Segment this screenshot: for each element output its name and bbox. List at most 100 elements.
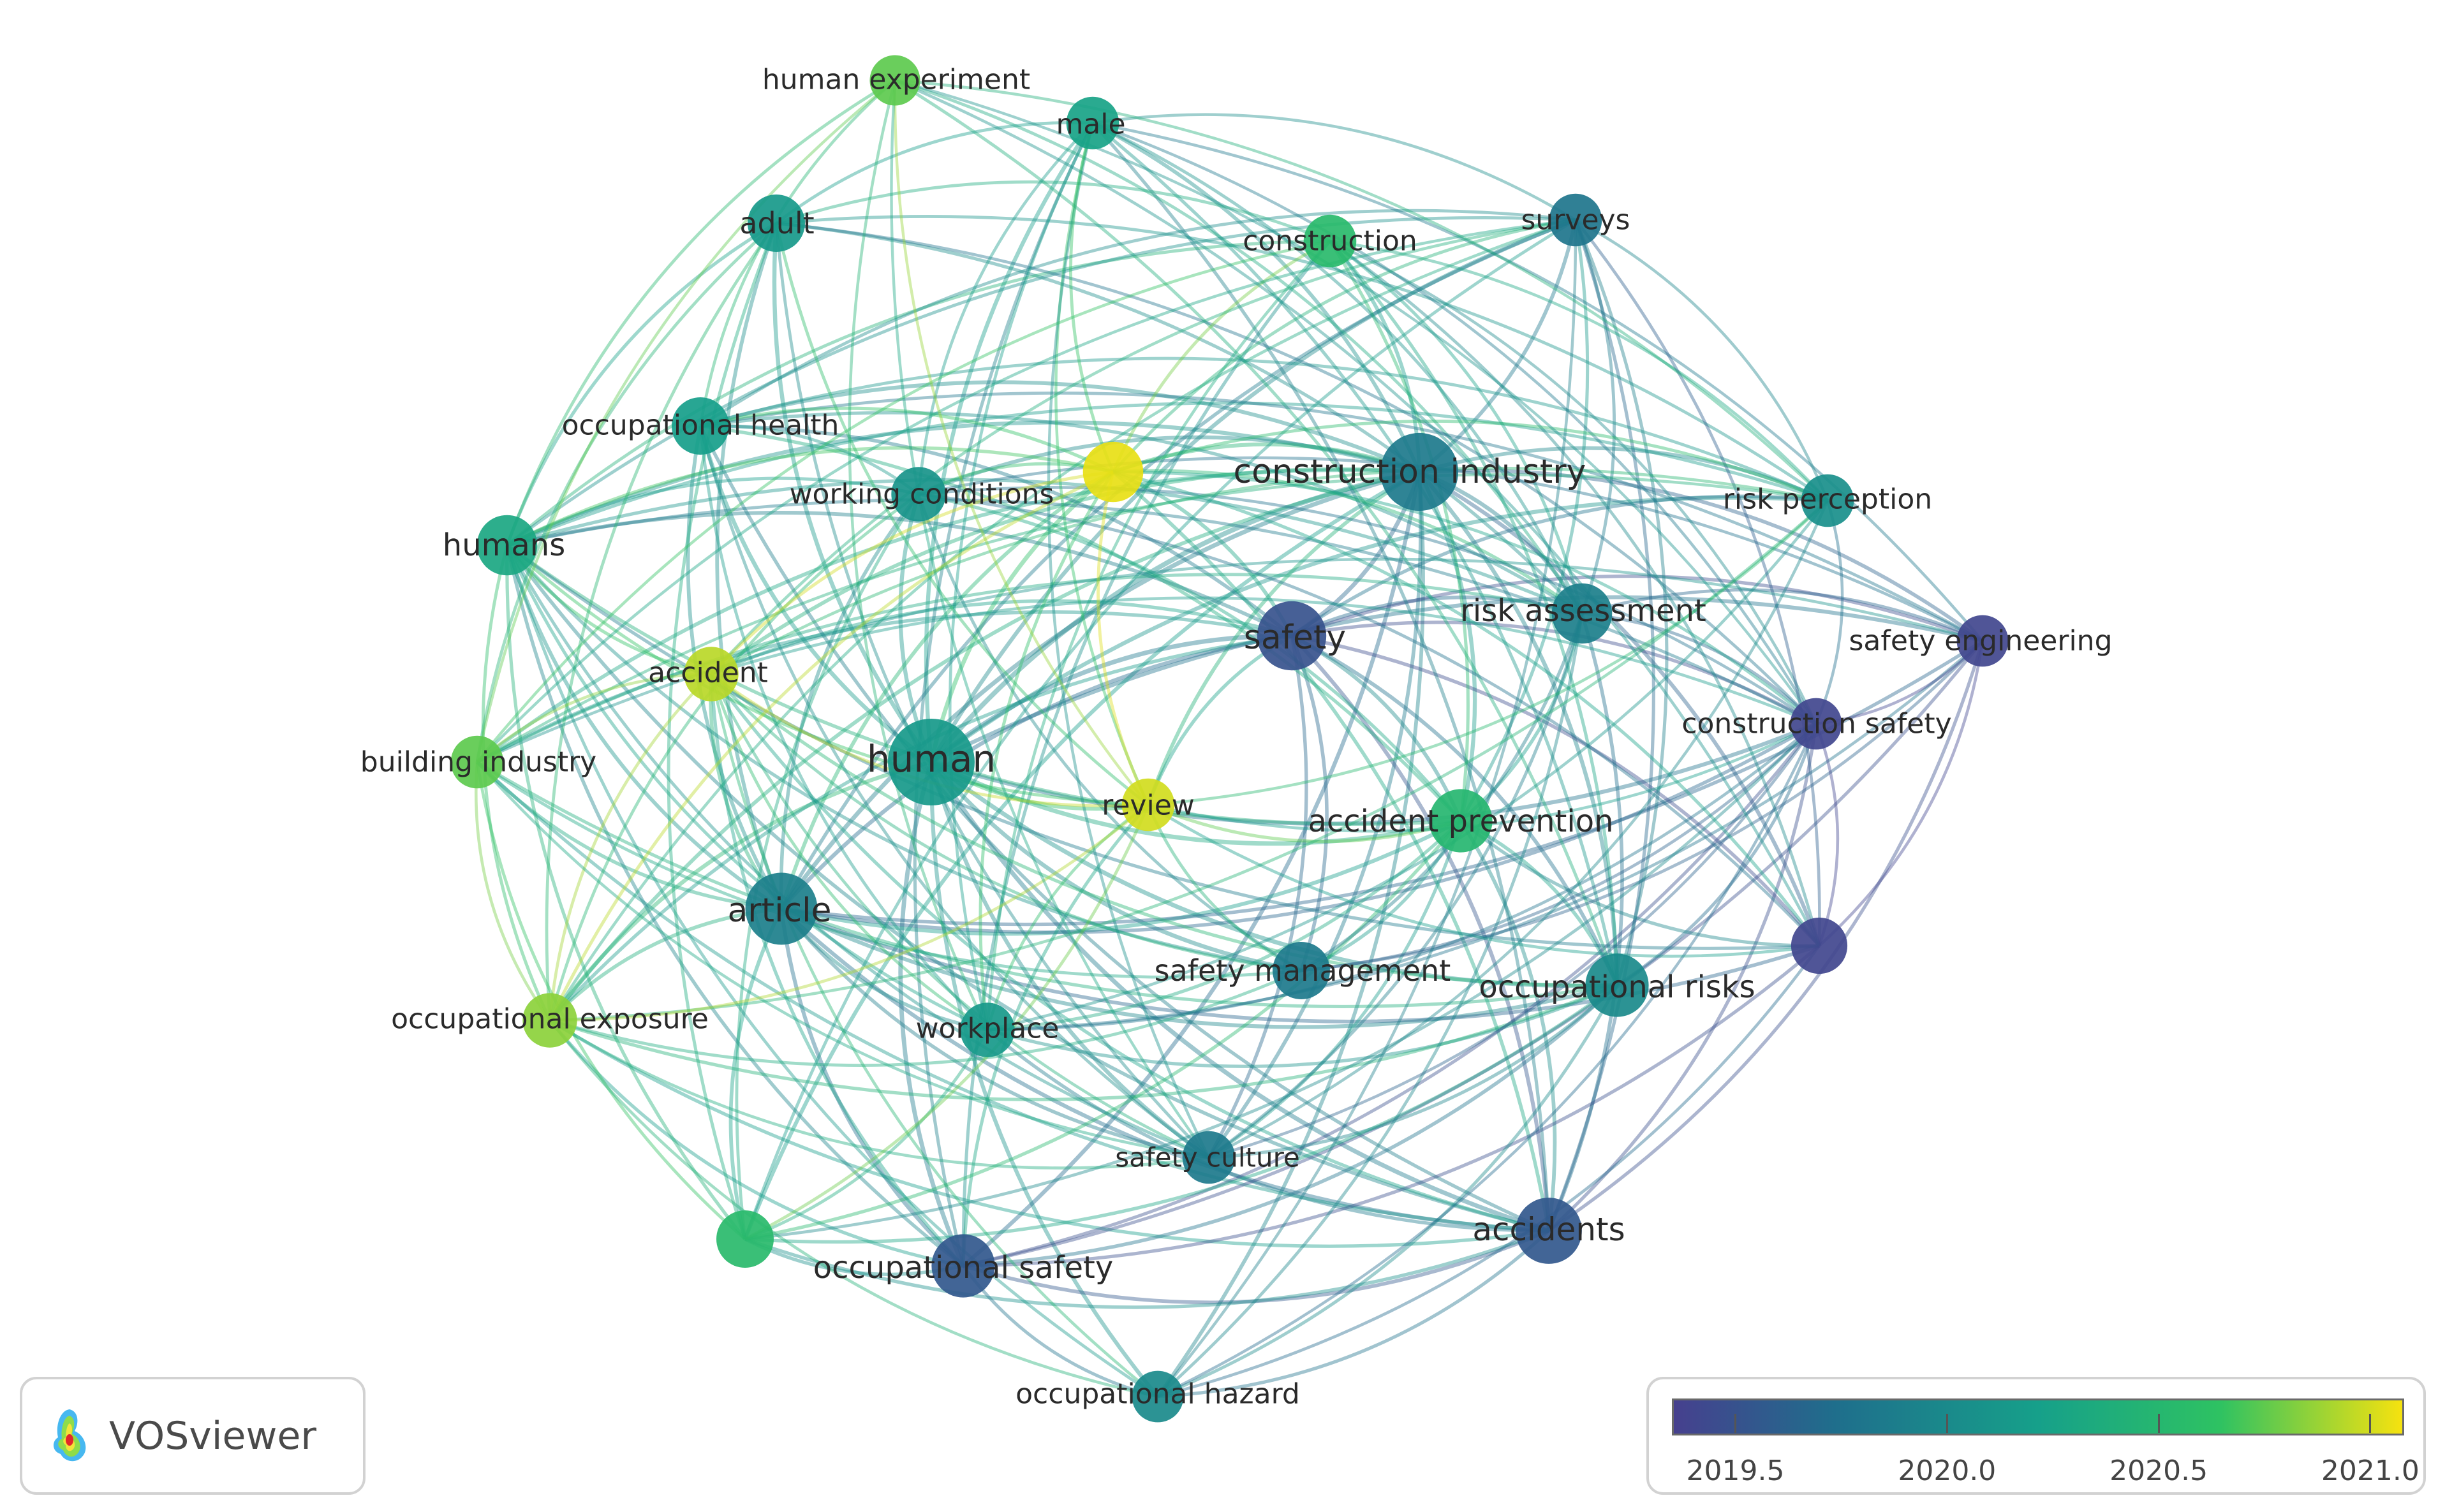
link-construction--unlabeled-yellow: [1111, 239, 1331, 473]
link-occupational-health--surveys: [699, 209, 1576, 428]
link-construction-industry--unlabeled-yellow: [1112, 442, 1421, 474]
link-occupational-risks--human-experiment: [894, 78, 1619, 986]
link-safety--safety-culture: [1207, 635, 1308, 1159]
node-accidents[interactable]: [1516, 1198, 1582, 1264]
label-safety: safety: [1244, 619, 1346, 657]
node-construction[interactable]: [1303, 214, 1357, 268]
link-workplace--unlabeled-green: [744, 1029, 989, 1241]
link-humans--workplace: [505, 544, 989, 1032]
node-safety-engineering[interactable]: [1956, 615, 2009, 667]
label-occupational-safety: occupational safety: [813, 1250, 1113, 1286]
link-workplace--human-experiment: [848, 80, 989, 1031]
node-adult[interactable]: [748, 195, 805, 252]
link-safety-management--working-conditions: [917, 494, 1303, 973]
link-article--working-conditions: [779, 493, 920, 909]
link-occupational-risks--surveys: [1574, 219, 1669, 986]
link-risk-assessment--construction: [1329, 240, 1584, 614]
link-occupational-risks--safety-culture: [1208, 984, 1618, 1159]
node-risk-perception[interactable]: [1801, 474, 1854, 527]
node-unlabeled-purple[interactable]: [1791, 917, 1848, 974]
legend-tick-label: 2019.5: [1686, 1455, 1785, 1487]
link-safety-management--review: [1146, 804, 1303, 973]
node-article[interactable]: [745, 872, 818, 945]
link-article--safety: [779, 633, 1292, 911]
link-accidents--unlabeled-yellow: [1112, 470, 1551, 1231]
link-adult--male: [775, 121, 1093, 224]
link-human-experiment--unlabeled-purple: [894, 78, 1821, 947]
node-male[interactable]: [1066, 96, 1119, 150]
link-occupational-risks--accident: [710, 672, 1618, 987]
node-safety[interactable]: [1257, 601, 1327, 671]
node-occupational-exposure[interactable]: [522, 993, 577, 1048]
link-occupational-safety--occupational-hazard: [961, 1265, 1158, 1398]
link-construction-industry--occupational-hazard: [1156, 471, 1425, 1398]
link-accidents--occupational-health: [698, 425, 1550, 1233]
node-accident[interactable]: [684, 647, 739, 701]
link-construction-industry--article: [779, 469, 1420, 910]
link-risk-assessment--occupational-health: [700, 411, 1583, 615]
label-occupational-health: occupational health: [562, 409, 839, 442]
link-accident-prevention--workplace: [987, 819, 1462, 1032]
link-construction--building-industry: [476, 239, 1331, 763]
node-occupational-health[interactable]: [672, 397, 729, 455]
node-accident-prevention[interactable]: [1429, 789, 1493, 853]
node-construction-industry[interactable]: [1380, 432, 1459, 511]
link-accidents--occupational-hazard: [1157, 1229, 1550, 1398]
link-construction-safety--unlabeled-yellow: [1112, 470, 1817, 725]
label-construction-industry: construction industry: [1234, 453, 1586, 491]
link-workplace--construction: [986, 240, 1331, 1031]
link-construction-industry--building-industry: [476, 468, 1420, 764]
link-accidents--safety-engineering: [1548, 640, 1984, 1233]
link-male--construction-safety: [1092, 121, 1817, 725]
node-unlabeled-green[interactable]: [716, 1210, 774, 1268]
link-accidents--male: [1091, 122, 1551, 1231]
link-human--accidents: [929, 761, 1550, 1233]
label-building-industry: building industry: [360, 746, 596, 779]
link-occupational-risks--accident-prevention: [1459, 819, 1619, 987]
node-working-conditions[interactable]: [891, 467, 946, 522]
node-review[interactable]: [1121, 778, 1175, 832]
label-male: male: [1056, 108, 1125, 141]
node-human[interactable]: [888, 719, 975, 805]
link-occupational-risks--building-industry: [476, 760, 1618, 1008]
node-construction-safety[interactable]: [1790, 698, 1842, 750]
label-adult: adult: [739, 206, 814, 240]
link-occupational-health--workplace: [698, 425, 989, 1031]
label-human: human: [867, 737, 996, 781]
link-human--surveys: [929, 218, 1577, 763]
link-safety--safety-management: [1290, 635, 1329, 971]
link-humans--risk-perception: [506, 401, 1828, 547]
link-accidents--construction-safety: [1548, 723, 1818, 1232]
node-safety-management[interactable]: [1273, 942, 1330, 999]
link-accident-prevention--working-conditions: [918, 492, 1463, 822]
link-construction--risk-perception: [1329, 239, 1829, 502]
node-occupational-risks[interactable]: [1585, 953, 1649, 1017]
node-risk-assessment[interactable]: [1551, 583, 1613, 644]
node-unlabeled-yellow[interactable]: [1082, 441, 1144, 503]
label-safety-management: safety management: [1155, 953, 1451, 988]
link-human--occupational-health: [698, 425, 933, 764]
link-article--building-industry: [476, 761, 782, 911]
link-building-industry--occupational-exposure: [474, 761, 551, 1022]
link-human--occupational-hazard: [929, 761, 1160, 1398]
link-building-industry--safety-culture: [476, 761, 1209, 1159]
keyword-nodes: [450, 55, 2009, 1423]
node-human-experiment[interactable]: [869, 55, 920, 106]
link-construction-safety--accident: [711, 596, 1817, 726]
node-surveys[interactable]: [1549, 193, 1602, 247]
link-adult--occupational-exposure: [545, 222, 778, 1021]
link-adult--building-industry: [475, 222, 778, 763]
label-workplace: workplace: [916, 1013, 1060, 1045]
node-safety-culture[interactable]: [1182, 1131, 1236, 1184]
link-construction-industry--occupational-safety: [961, 471, 1422, 1268]
node-workplace[interactable]: [960, 1002, 1015, 1057]
link-accident-prevention--unlabeled-green: [744, 819, 1463, 1241]
node-building-industry[interactable]: [450, 735, 504, 789]
link-humans--human-experiment: [505, 78, 896, 546]
link-risk-assessment--male: [1091, 121, 1584, 615]
link-adult--review: [774, 223, 1149, 806]
node-occupational-safety[interactable]: [931, 1234, 995, 1298]
node-humans[interactable]: [476, 515, 538, 576]
node-occupational-hazard[interactable]: [1132, 1370, 1184, 1423]
